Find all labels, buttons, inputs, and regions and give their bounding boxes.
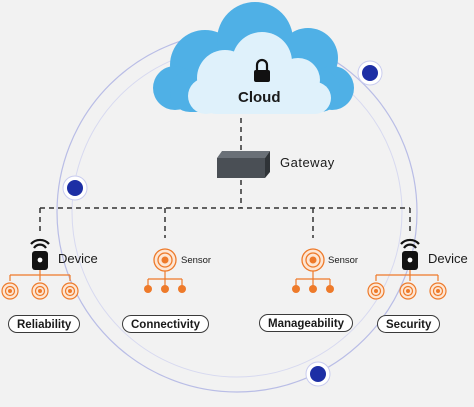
device-tree-lines — [9, 270, 439, 281]
gateway-box-icon — [217, 151, 270, 178]
lock-icon — [254, 58, 270, 82]
device-label-left: Device — [58, 251, 98, 266]
feature-pill-reliability: Reliability — [8, 315, 81, 333]
sensor-icon — [61, 282, 79, 300]
orbit-dot — [357, 60, 383, 86]
connection-lines — [39, 118, 411, 238]
orbit-dot — [305, 361, 331, 387]
sensor-label-right: Sensor — [328, 255, 359, 266]
sensor-icon — [399, 282, 417, 300]
sensor-icon — [429, 282, 447, 300]
feature-pill-manageability: Manageability — [259, 314, 354, 332]
blue-dot-icon — [310, 366, 326, 382]
sensor-leaf-dots — [144, 285, 334, 293]
wireless-device-icon — [30, 238, 50, 270]
small-sensor-group-right — [367, 282, 447, 300]
sensor-label-left: Sensor — [181, 255, 212, 266]
sensor-icon — [153, 248, 177, 272]
feature-pill-security: Security — [377, 315, 441, 333]
wireless-device-icon — [400, 238, 420, 270]
small-sensor-group-left — [1, 282, 79, 300]
sensor-icon — [367, 282, 385, 300]
device-label-right: Device — [428, 251, 468, 266]
sensor-tree-lines — [147, 271, 331, 286]
sensor-icon — [1, 282, 19, 300]
feature-pill-connectivity: Connectivity — [122, 315, 210, 333]
cloud-label: Cloud — [238, 89, 281, 106]
sensor-icon — [31, 282, 49, 300]
blue-dot-icon — [362, 65, 378, 81]
sensor-icon — [301, 248, 325, 272]
cloud-icon — [153, 2, 354, 114]
gateway-label: Gateway — [280, 155, 335, 170]
orbit-dot — [62, 175, 88, 201]
blue-dot-icon — [67, 180, 83, 196]
